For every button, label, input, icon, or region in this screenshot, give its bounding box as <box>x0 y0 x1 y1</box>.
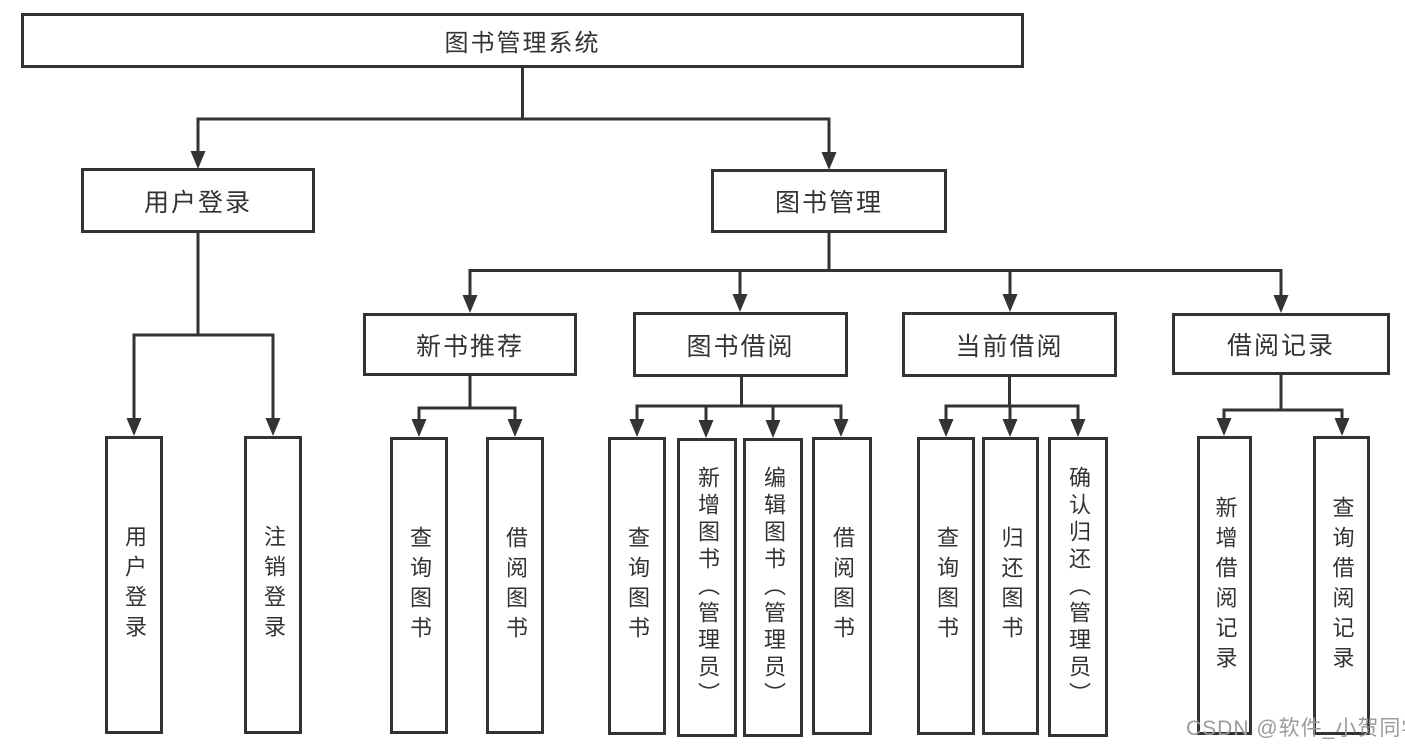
csdn-watermark: CSDN @软件_小贺同学 <box>1186 717 1405 740</box>
leaf-label: 归还图书 <box>998 526 1024 646</box>
leaf-label: 查询图书 <box>934 526 959 646</box>
leaf-label: 编辑图书（管理员） <box>761 466 786 709</box>
leaf-borrow-books-recommend: 借阅图书 <box>486 437 544 734</box>
node-label: 新书推荐 <box>415 332 524 361</box>
node-label: 借阅记录 <box>1226 332 1335 360</box>
leaf-label: 借阅图书 <box>503 525 528 646</box>
leaf-label: 借阅图书 <box>830 526 855 646</box>
leaf-label: 注销登录 <box>261 525 286 645</box>
node-borrowing-records: 借阅记录 <box>1172 313 1390 375</box>
leaf-return-books: 归还图书 <box>982 437 1039 735</box>
node-book-management: 图书管理 <box>711 169 947 233</box>
leaf-query-books-borrowing: 查询图书 <box>608 437 666 735</box>
leaf-label: 确认归还（管理员） <box>1066 465 1091 709</box>
leaf-confirm-return-admin: 确认归还（管理员） <box>1048 437 1108 737</box>
node-current-borrowing: 当前借阅 <box>902 312 1117 377</box>
leaf-query-books-current: 查询图书 <box>917 437 975 735</box>
node-label: 图书管理 <box>774 189 883 217</box>
leaf-user-login: 用户登录 <box>105 436 163 734</box>
leaf-query-borrow-record: 查询借阅记录 <box>1313 436 1370 735</box>
node-label: 用户登录 <box>143 188 252 217</box>
node-new-book-recommend: 新书推荐 <box>363 313 577 376</box>
leaf-label: 查询借阅记录 <box>1329 495 1355 676</box>
leaf-label: 用户登录 <box>122 525 147 645</box>
leaf-edit-books-admin: 编辑图书（管理员） <box>743 438 803 737</box>
leaf-label: 查询图书 <box>625 526 650 646</box>
node-library-system: 图书管理系统 <box>21 13 1024 68</box>
node-label: 图书借阅 <box>686 332 795 361</box>
node-label: 图书管理系统 <box>444 30 601 57</box>
node-book-borrowing: 图书借阅 <box>633 312 848 377</box>
leaf-logout-login: 注销登录 <box>244 436 302 734</box>
leaf-query-books-recommend: 查询图书 <box>390 437 448 734</box>
leaf-label: 查询图书 <box>407 525 432 646</box>
leaf-borrow-books-borrowing: 借阅图书 <box>812 437 872 735</box>
leaf-label: 新增图书（管理员） <box>695 466 720 709</box>
node-user-login: 用户登录 <box>81 168 315 233</box>
leaf-add-books-admin: 新增图书（管理员） <box>677 438 737 737</box>
leaf-label: 新增借阅记录 <box>1212 495 1238 676</box>
node-label: 当前借阅 <box>955 332 1064 361</box>
leaf-add-borrow-record: 新增借阅记录 <box>1197 436 1252 735</box>
